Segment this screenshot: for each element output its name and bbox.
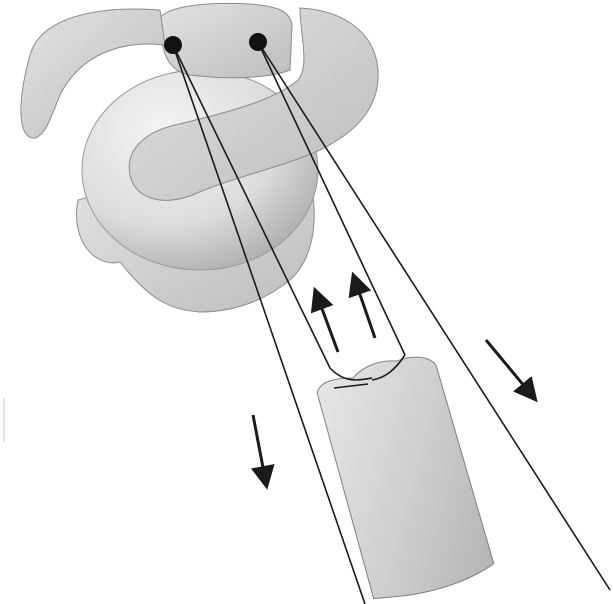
arrow-up-2 bbox=[356, 283, 375, 338]
suture-anchor-1 bbox=[164, 36, 182, 54]
arrow-up-1 bbox=[318, 298, 338, 352]
arrow-down-right bbox=[486, 340, 530, 393]
suture-anchor-2 bbox=[249, 33, 267, 51]
arrow-down-left bbox=[253, 415, 265, 478]
bone-block-graft bbox=[314, 347, 497, 604]
